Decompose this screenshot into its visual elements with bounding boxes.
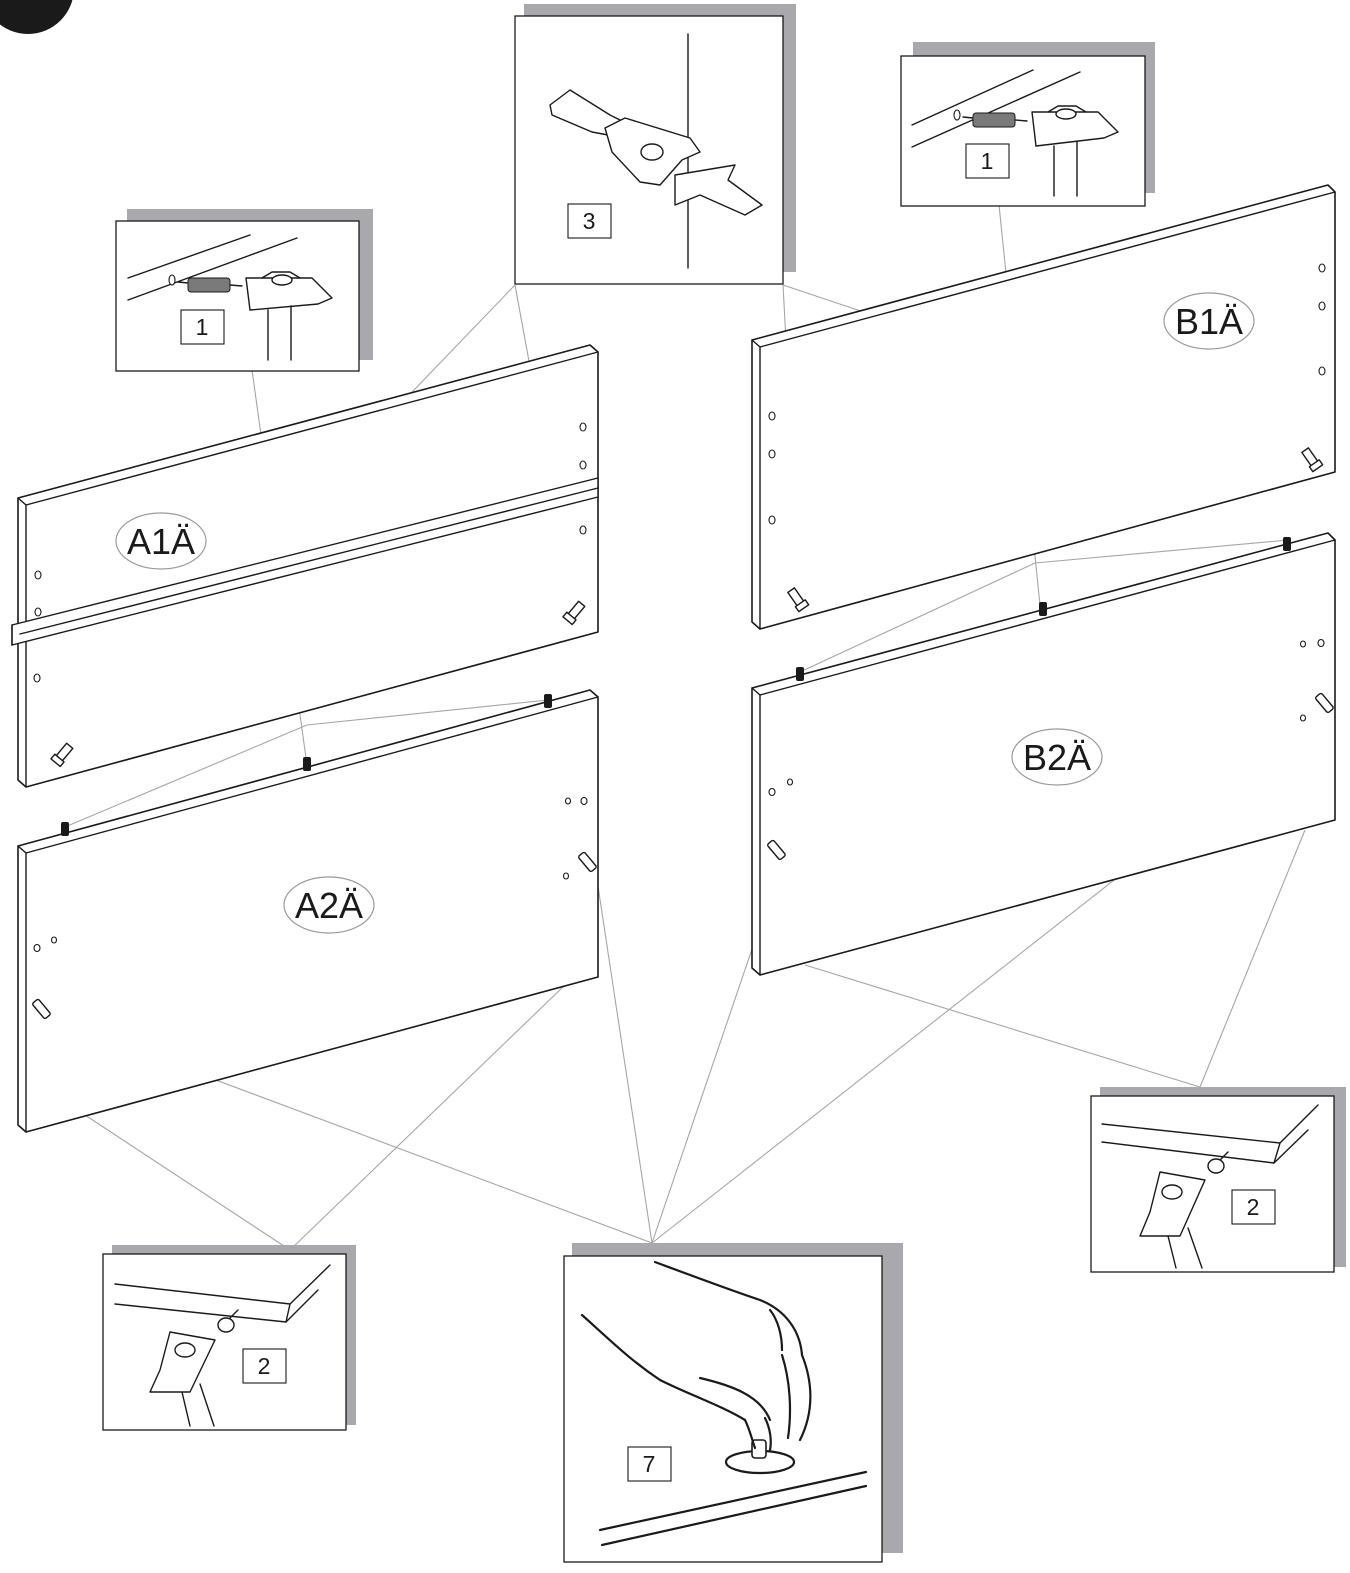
step-badge-corner [0, 0, 73, 34]
panel-b1: B1Ä [751, 184, 1336, 630]
hammer-peg-icon [114, 1264, 331, 1427]
step7-number: 7 [643, 1451, 656, 1477]
hammer-dowel-icon [127, 234, 333, 361]
label-a1: A1Ä [115, 512, 207, 570]
step3-number: 3 [583, 208, 596, 234]
panel-b2-label: B2Ä [1023, 737, 1091, 778]
panel-b1-label: B1Ä [1175, 301, 1243, 342]
step1-left-number: 1 [196, 314, 209, 340]
hammer-peg-icon [1101, 1104, 1319, 1269]
callout-step2-left: 2 [102, 1245, 356, 1431]
step2-left-number: 2 [258, 1353, 271, 1379]
label-b1: B1Ä [1163, 292, 1255, 350]
panel-a1: A1Ä [11, 344, 599, 788]
step1-right-number: 1 [981, 148, 994, 174]
panel-a2: A2Ä [17, 689, 599, 1133]
callout-step7-bottom: 7 [563, 1243, 903, 1563]
label-b2: B2Ä [1011, 728, 1103, 786]
callout-step3-top: 3 [514, 4, 796, 285]
hand-turn-cam-icon [580, 1260, 868, 1547]
panel-b2: B2Ä [751, 532, 1336, 976]
panel-a2-label: A2Ä [295, 885, 363, 926]
callout-step1-left: 1 [115, 209, 373, 372]
panel-a1-label: A1Ä [127, 521, 195, 562]
label-a2: A2Ä [283, 876, 375, 934]
step2-right-number: 2 [1247, 1194, 1260, 1220]
hammer-dowel-icon [911, 69, 1119, 197]
cam-lock-insert-icon [549, 33, 763, 269]
callout-step1-right: 1 [900, 42, 1155, 207]
callout-step2-right: 2 [1090, 1087, 1346, 1273]
